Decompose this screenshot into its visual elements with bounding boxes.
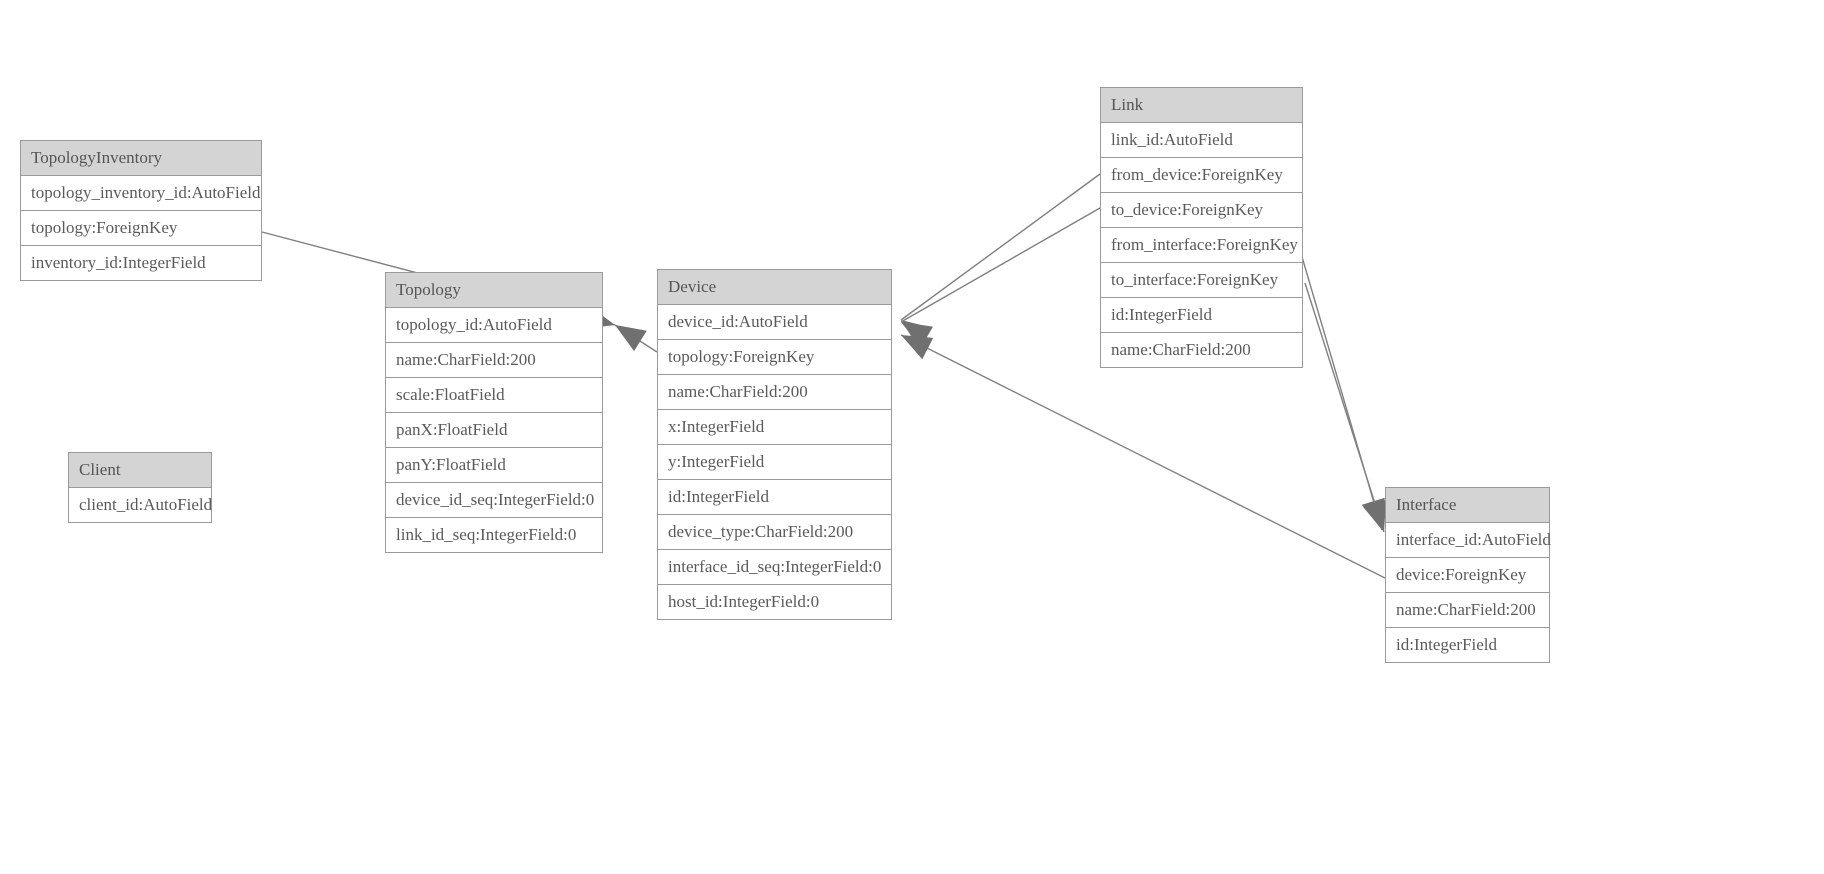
entity-field: name:CharField:200 bbox=[1386, 593, 1549, 628]
entity-field: scale:FloatField bbox=[386, 378, 602, 413]
entity-field: id:IntegerField bbox=[1101, 298, 1302, 333]
relationship-link-to-interface bbox=[1304, 282, 1387, 533]
entity-field: client_id:AutoField bbox=[69, 488, 212, 522]
entity-field: to_device:ForeignKey bbox=[1101, 193, 1302, 228]
relationship-line bbox=[900, 334, 1386, 579]
entity-field: interface_id_seq:IntegerField:0 bbox=[658, 550, 891, 585]
entity-field: panY:FloatField bbox=[386, 448, 602, 483]
entity-field: x:IntegerField bbox=[658, 410, 891, 445]
relationship-link-from-device bbox=[900, 173, 1101, 348]
entity-field: y:IntegerField bbox=[658, 445, 891, 480]
relationship-arrowhead bbox=[901, 322, 933, 348]
entity-field: topology_inventory_id:AutoField bbox=[21, 176, 261, 211]
entity-field: name:CharField:200 bbox=[386, 343, 602, 378]
entity-field: name:CharField:200 bbox=[658, 375, 891, 410]
relationship-device-topology bbox=[614, 324, 658, 353]
entity-field: from_interface:ForeignKey bbox=[1101, 228, 1302, 263]
entity-field: device_type:CharField:200 bbox=[658, 515, 891, 550]
relationship-line bbox=[900, 207, 1101, 323]
relationship-line bbox=[614, 324, 658, 353]
relationship-arrowhead bbox=[901, 335, 934, 360]
entity-title-topology: Topology bbox=[386, 273, 602, 308]
relationship-line bbox=[1299, 249, 1383, 531]
entity-field: inventory_id:IntegerField bbox=[21, 246, 261, 280]
entity-field: host_id:IntegerField:0 bbox=[658, 585, 891, 619]
entity-field: topology:ForeignKey bbox=[21, 211, 261, 246]
entity-field: link_id_seq:IntegerField:0 bbox=[386, 518, 602, 552]
entity-field: from_device:ForeignKey bbox=[1101, 158, 1302, 193]
relationship-link-to-device bbox=[900, 207, 1101, 348]
entity-field: topology:ForeignKey bbox=[658, 340, 891, 375]
entity-field: id:IntegerField bbox=[1386, 628, 1549, 662]
relationship-link-from-interface bbox=[1299, 249, 1385, 531]
entity-field: device:ForeignKey bbox=[1386, 558, 1549, 593]
entity-field: device_id_seq:IntegerField:0 bbox=[386, 483, 602, 518]
relationship-line bbox=[900, 173, 1101, 321]
entity-field: name:CharField:200 bbox=[1101, 333, 1302, 367]
relationship-line bbox=[1304, 282, 1385, 533]
entity-field: link_id:AutoField bbox=[1101, 123, 1302, 158]
entity-field: id:IntegerField bbox=[658, 480, 891, 515]
entity-title-client: Client bbox=[69, 453, 211, 488]
entity-title-topology_inventory: TopologyInventory bbox=[21, 141, 261, 176]
relationship-arrowhead bbox=[615, 325, 647, 352]
entity-title-link: Link bbox=[1101, 88, 1302, 123]
entity-field: device_id:AutoField bbox=[658, 305, 891, 340]
entity-field: panX:FloatField bbox=[386, 413, 602, 448]
entity-field: topology_id:AutoField bbox=[386, 308, 602, 343]
relationship-arrowhead bbox=[901, 320, 933, 348]
entity-field: to_interface:ForeignKey bbox=[1101, 263, 1302, 298]
entity-field: interface_id:AutoField bbox=[1386, 523, 1551, 558]
entity-title-interface: Interface bbox=[1386, 488, 1549, 523]
entity-title-device: Device bbox=[658, 270, 891, 305]
